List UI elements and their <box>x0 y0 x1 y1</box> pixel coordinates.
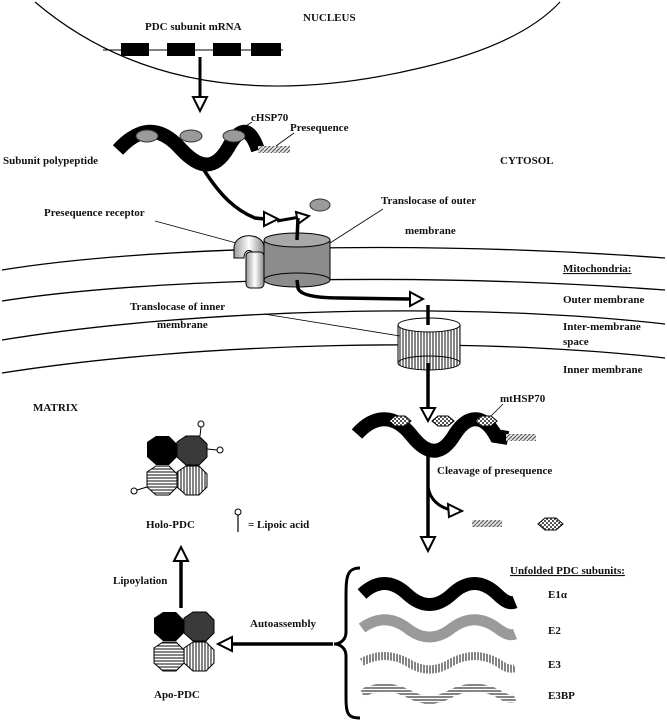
cytosolic-presequence <box>258 146 290 153</box>
e1a-label: E1α <box>548 589 568 601</box>
e2-subunit <box>358 614 518 643</box>
tim-label-1: Translocase of inner <box>130 301 225 313</box>
receptor-label: Presequence receptor <box>44 207 145 219</box>
nucleus-label: NUCLEUS <box>303 12 356 24</box>
lipoic-acid-legend: = Lipoic acid <box>248 519 309 531</box>
outer-membrane-label: Outer membrane <box>563 294 644 306</box>
lipoylation-label: Lipoylation <box>113 575 167 587</box>
e3-label: E3 <box>548 659 561 671</box>
mitochondria-title: Mitochondria: <box>563 263 631 275</box>
lipoic-acid-icon <box>234 508 242 532</box>
nucleus-envelope <box>34 1 561 87</box>
intermembrane-label-1: Inter-membrane <box>563 321 641 333</box>
mrna-exons <box>121 43 281 56</box>
apo-pdc-complex <box>153 611 215 672</box>
mrna-label: PDC subunit mRNA <box>145 21 242 33</box>
presequence-receptor <box>233 235 265 289</box>
matrix-presequence <box>506 434 536 441</box>
lipoylation-arrow-head <box>172 544 190 562</box>
mthsp70-chaperones <box>388 415 498 427</box>
autoassembly-arrow-head <box>215 635 233 653</box>
cytosol-label: CYTOSOL <box>500 155 554 167</box>
cleaved-presequence <box>472 520 502 527</box>
tom-translocase <box>263 232 331 288</box>
import-path-1 <box>202 169 266 221</box>
e2-label: E2 <box>548 625 561 637</box>
e3bp-subunit <box>360 683 517 704</box>
intermembrane-label-2: space <box>563 336 589 348</box>
lipoic-acid-groups <box>130 420 224 495</box>
autoassembly-label: Autoassembly <box>250 618 317 630</box>
polypeptide-label: Subunit polypeptide <box>3 155 98 167</box>
e1a-subunit <box>357 577 518 611</box>
export-arrow-head <box>191 96 209 114</box>
released-mthsp70 <box>537 517 564 531</box>
e3-subunit <box>360 652 517 674</box>
matrix-label: MATRIX <box>33 402 78 414</box>
e3bp-label: E3BP <box>548 690 575 702</box>
chsp70-label: cHSP70 <box>251 112 289 124</box>
inner-membrane <box>1 310 666 374</box>
tim-translocase <box>397 317 461 371</box>
tom-label-1: Translocase of outer <box>381 195 476 207</box>
inner-membrane-label: Inner membrane <box>563 364 643 376</box>
mthsp70-label: mtHSP70 <box>500 393 546 405</box>
tim-label-2: membrane <box>157 319 208 331</box>
presequence-label: Presequence <box>290 122 349 134</box>
cleavage-label: Cleavage of presequence <box>437 465 552 477</box>
tom-label-2: membrane <box>405 225 456 237</box>
matrix-down-arrow-head <box>419 536 437 554</box>
holo-pdc-label: Holo-PDC <box>146 519 195 531</box>
import-path-3 <box>295 217 411 301</box>
holo-pdc-complex <box>146 435 208 496</box>
subunit-bracket <box>333 566 361 720</box>
released-chsp70 <box>309 198 331 212</box>
unfolded-title: Unfolded PDC subunits: <box>510 565 625 577</box>
apo-pdc-label: Apo-PDC <box>154 689 200 701</box>
chsp70-chaperones <box>135 129 246 143</box>
